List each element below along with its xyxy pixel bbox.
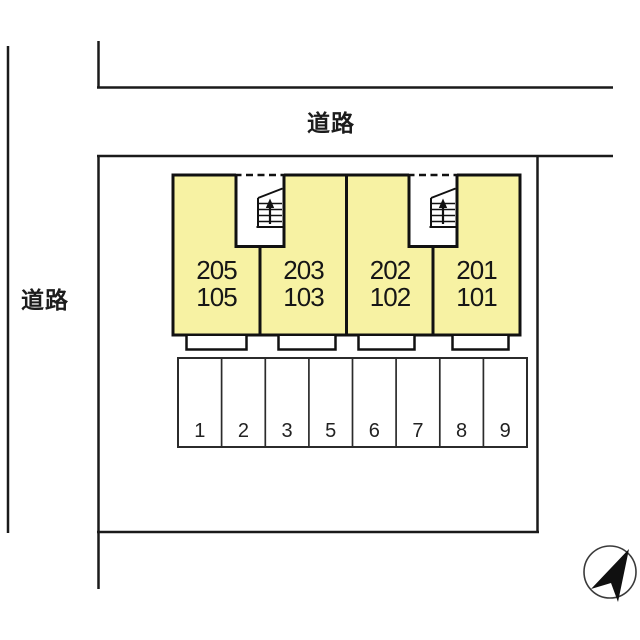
entrance-porches bbox=[185, 336, 510, 351]
unit-label: 201 101 bbox=[433, 257, 520, 310]
entrance-porch bbox=[357, 336, 416, 351]
unit-number-lower: 102 bbox=[369, 281, 411, 312]
unit-number-upper: 205 bbox=[196, 255, 237, 285]
stairs-up-arrow bbox=[438, 198, 448, 208]
parking-space-label: 5 bbox=[325, 420, 337, 442]
north-arrow-icon bbox=[583, 545, 637, 602]
road-and-boundary-lines bbox=[6, 41, 613, 589]
unit-number-upper: 201 bbox=[456, 255, 497, 285]
entrance-porch bbox=[451, 336, 510, 351]
stairs-up-arrow bbox=[265, 198, 275, 208]
parking-dividers bbox=[220, 358, 485, 447]
unit-number-lower: 105 bbox=[196, 281, 237, 312]
unit-number-lower: 101 bbox=[456, 281, 497, 312]
parking-space-label: 2 bbox=[237, 420, 249, 442]
unit-label: 203 103 bbox=[260, 257, 347, 310]
unit-label: 202 102 bbox=[347, 257, 433, 310]
unit-number-upper: 202 bbox=[369, 255, 411, 285]
unit-label: 205 105 bbox=[173, 257, 260, 310]
entrance-porch bbox=[277, 336, 337, 351]
entrance-porch bbox=[185, 336, 248, 351]
parking-space-label: 1 bbox=[194, 420, 206, 442]
stairs-icon bbox=[256, 187, 283, 228]
parking-space-label: 8 bbox=[456, 420, 468, 442]
stairs-icon bbox=[429, 187, 456, 228]
parking-lot bbox=[177, 357, 528, 448]
parking-space-label: 6 bbox=[368, 420, 380, 442]
parking-space-label: 7 bbox=[412, 420, 424, 442]
unit-number-upper: 203 bbox=[283, 255, 324, 285]
unit-number-lower: 103 bbox=[283, 281, 324, 312]
left-road-label: 道路 bbox=[21, 287, 69, 313]
parking-space-label: 9 bbox=[499, 420, 511, 442]
building bbox=[171, 172, 522, 351]
parking-space-label: 3 bbox=[281, 420, 293, 442]
top-road-label: 道路 bbox=[307, 110, 355, 136]
